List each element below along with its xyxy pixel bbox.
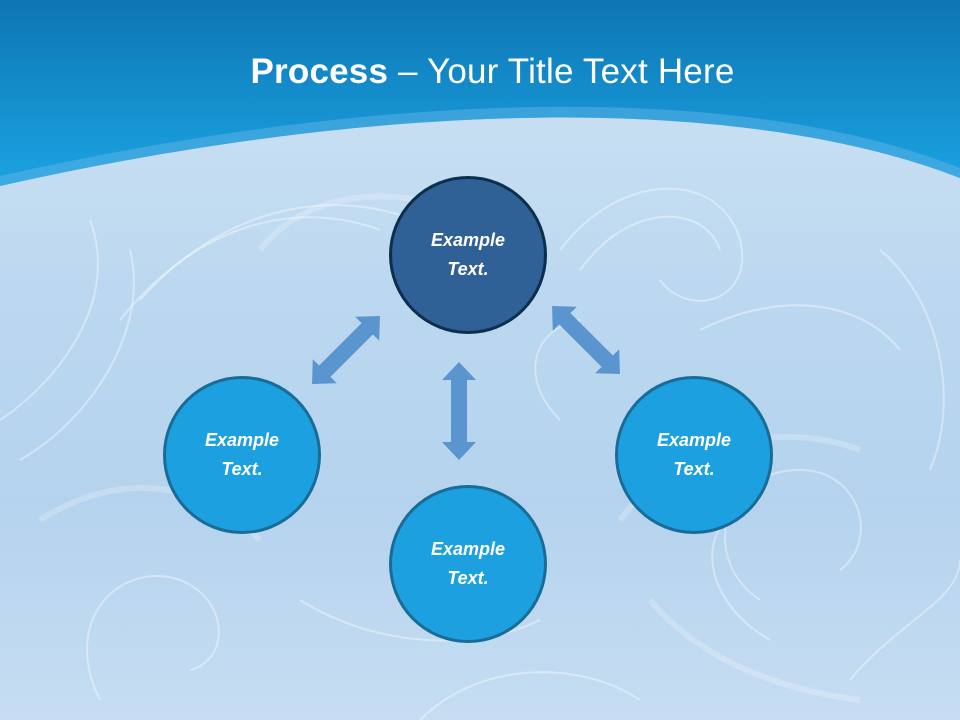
title-bold-part: Process — [250, 52, 389, 91]
page-title: Process – Your Title Text Here — [0, 52, 960, 92]
title-rest-part: – Your Title Text Here — [388, 52, 735, 91]
